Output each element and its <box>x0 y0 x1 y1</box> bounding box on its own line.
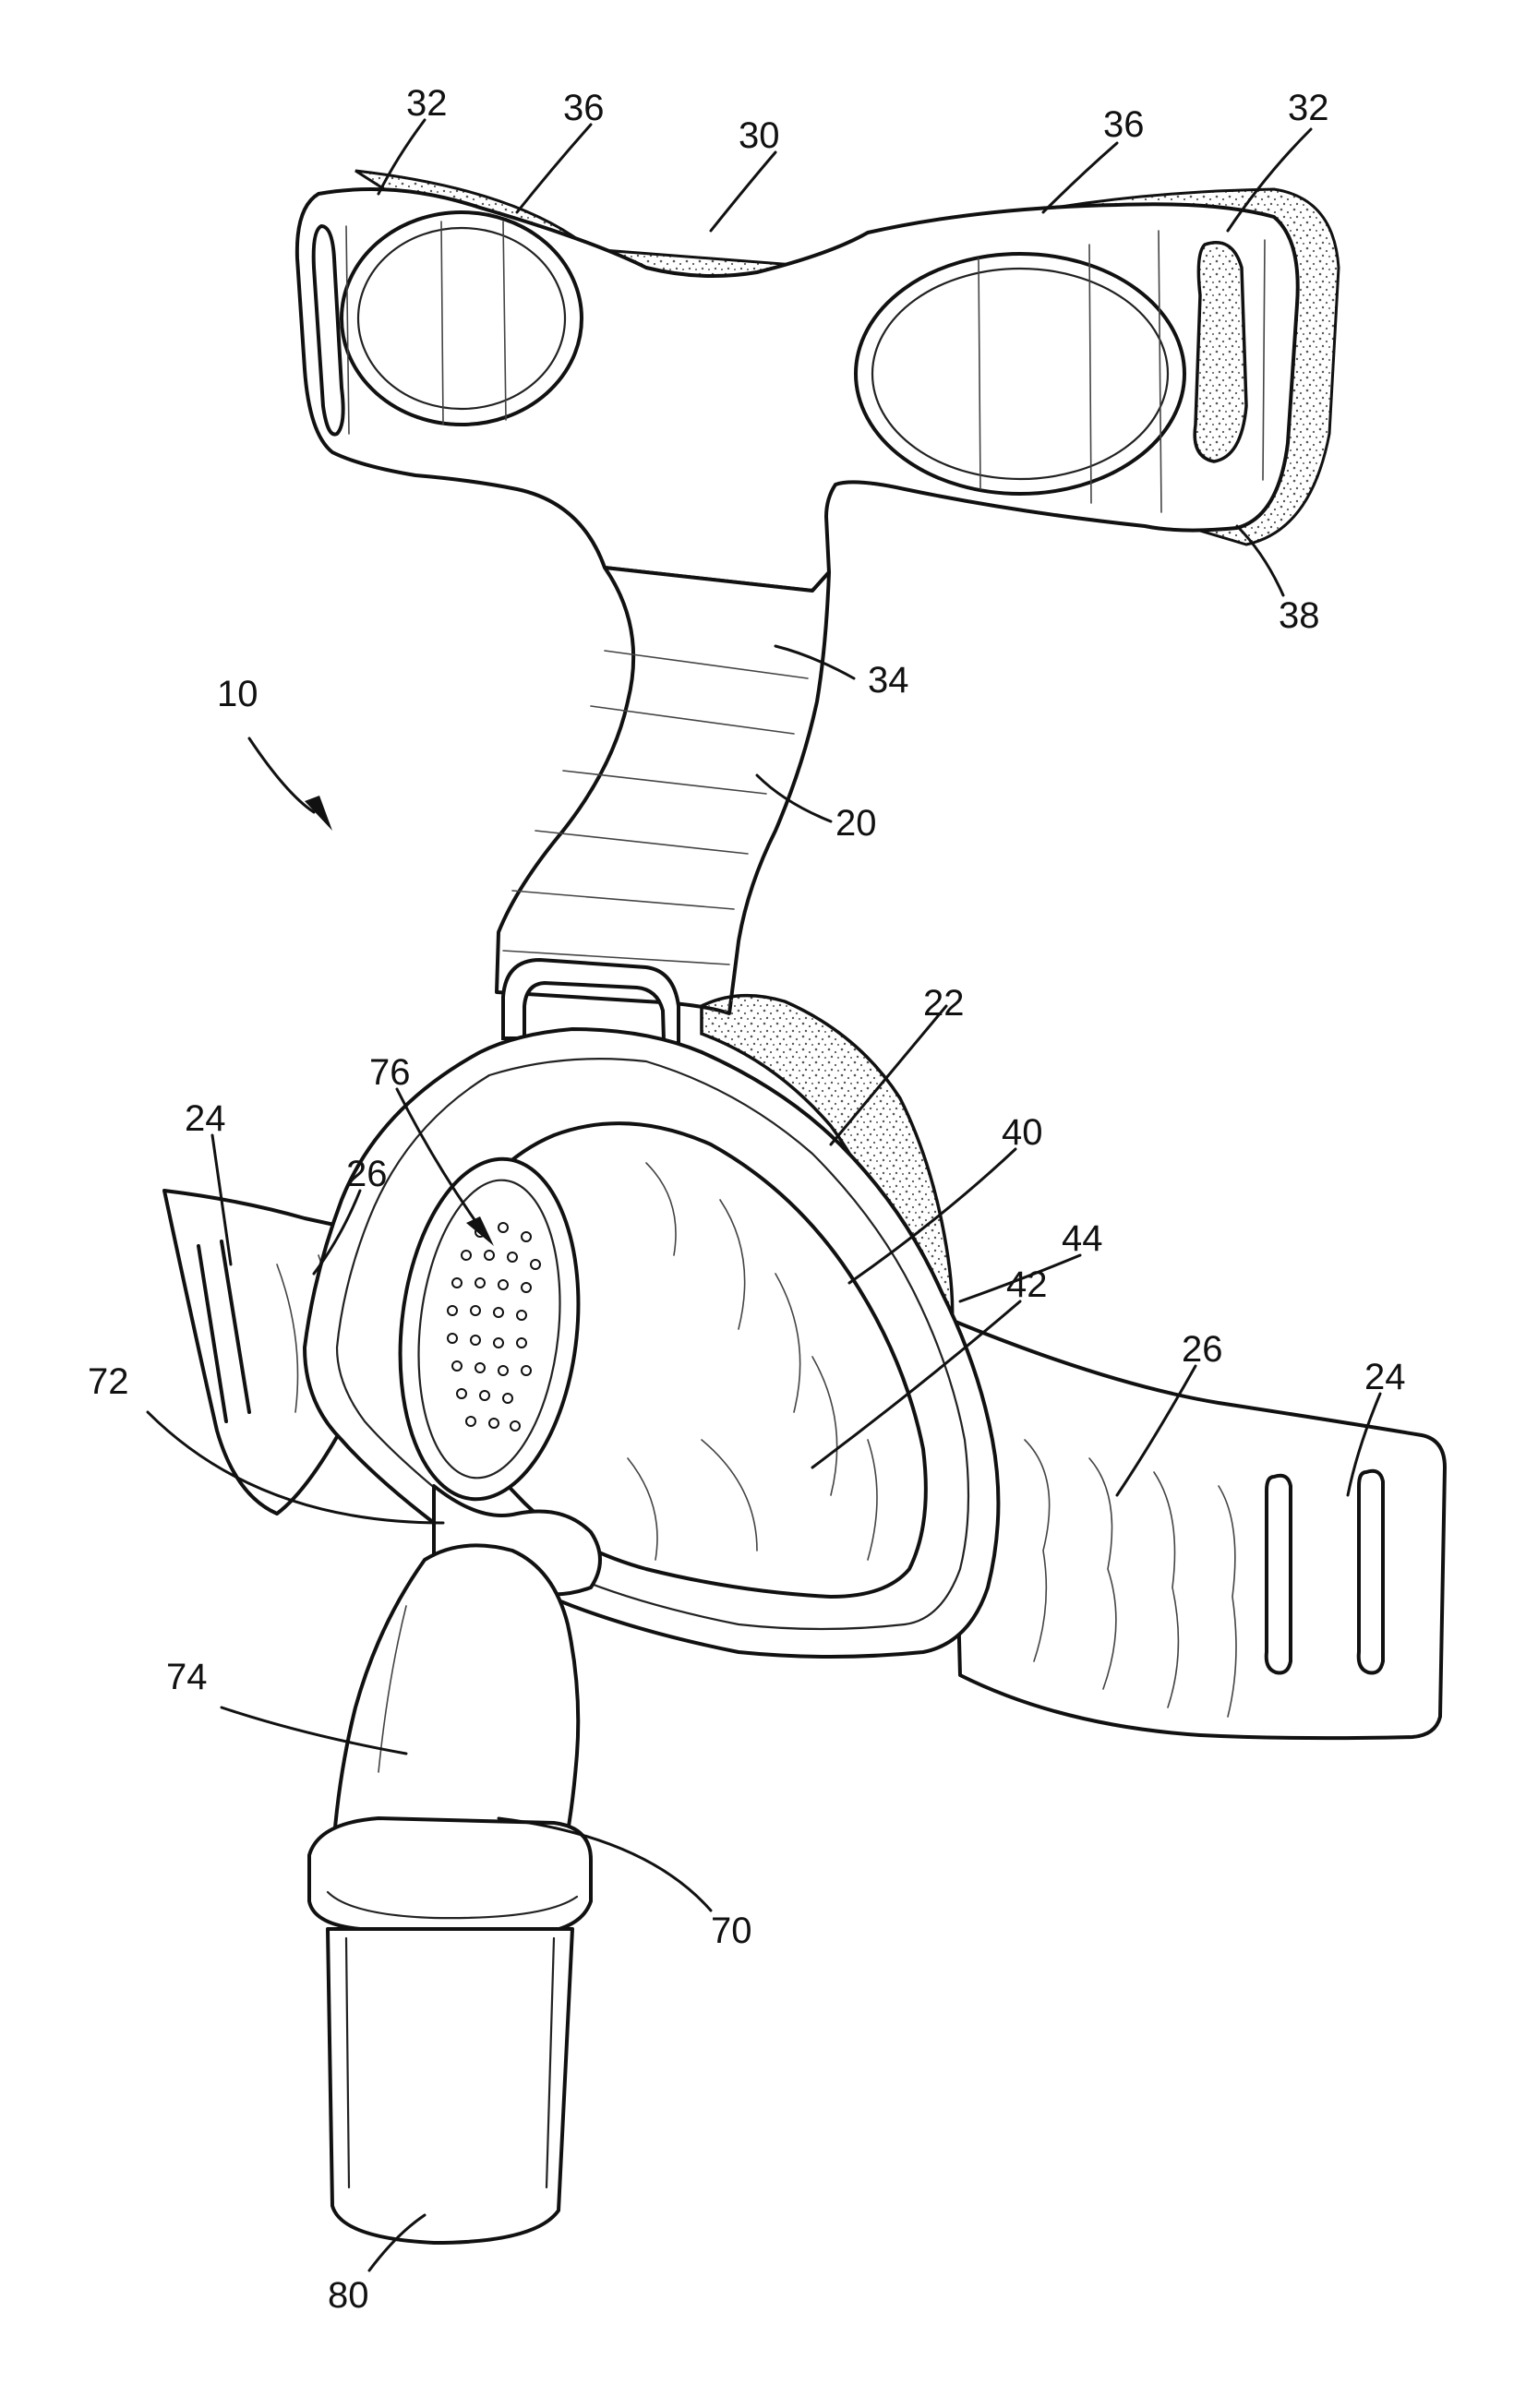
upper-headgear <box>297 171 1339 591</box>
label-upper-slot-left: 32 <box>406 83 448 124</box>
label-upper-strap: 30 <box>739 115 780 156</box>
label-lower-strap-right: 26 <box>1182 1329 1223 1370</box>
label-vent: 76 <box>369 1052 411 1093</box>
mask-assembly <box>305 996 998 2243</box>
label-neck-strap: 34 <box>868 660 909 701</box>
swivel-80 <box>328 1929 572 2243</box>
label-device: 10 <box>217 674 258 714</box>
neck-strap <box>497 568 829 1072</box>
label-lower-tab-left: 24 <box>185 1098 226 1139</box>
label-mask-shell: 40 <box>1002 1112 1043 1153</box>
elbow-74 <box>332 1545 578 1864</box>
label-bridge: 72 <box>88 1361 129 1402</box>
label-foam-edge: 38 <box>1279 595 1320 636</box>
left-pad-36 <box>342 212 582 425</box>
label-mask-inner: 42 <box>1006 1264 1048 1305</box>
label-upper-slot-right: 32 <box>1288 88 1329 128</box>
label-swivel: 80 <box>328 2275 369 2316</box>
neck-strap-34 <box>497 568 829 1013</box>
label-frame: 22 <box>923 983 965 1024</box>
label-lower-tab-right: 24 <box>1364 1357 1406 1397</box>
right-pad-36 <box>856 254 1184 494</box>
arrowhead-10 <box>305 796 332 831</box>
label-elbow: 74 <box>166 1657 208 1697</box>
label-upper-pad-right: 36 <box>1103 104 1145 145</box>
right-slot-32 <box>1195 243 1246 461</box>
label-upper-pad-left: 36 <box>563 88 605 128</box>
swivel-ring <box>309 1818 591 1934</box>
label-strap-body: 20 <box>835 803 877 844</box>
label-cushion: 44 <box>1062 1218 1103 1259</box>
label-elbow-base: 70 <box>711 1911 752 1951</box>
label-lower-strap-left: 26 <box>346 1154 388 1194</box>
